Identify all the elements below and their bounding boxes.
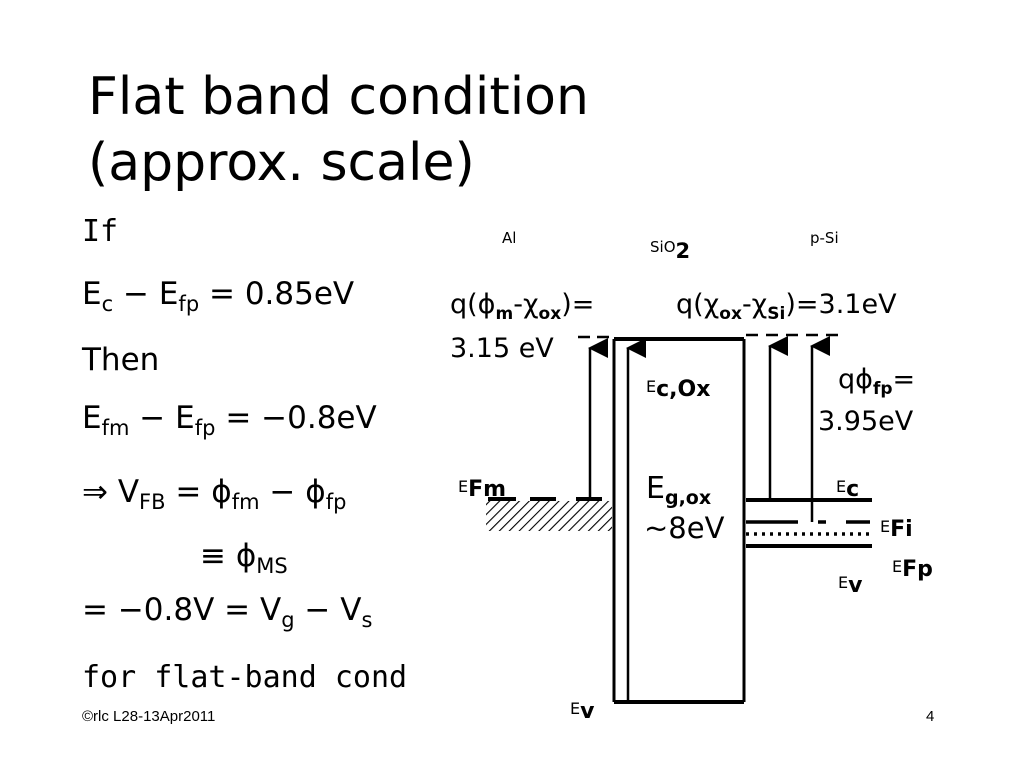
label-psi: p-Si (810, 229, 839, 247)
label-left-energy-value: 3.15 eV (450, 333, 554, 364)
title-line-2: (approx. scale) (88, 133, 475, 193)
label-qphi-fp-value: 3.95eV (818, 406, 914, 437)
label-eg-ox-value: ~8eV (644, 511, 725, 545)
label-efm: EFm (458, 477, 506, 502)
label-sio2: SiO2 (650, 238, 690, 263)
eq-vg-vs: = −0.8V = Vg − Vs (82, 592, 373, 632)
eq-phims: ≡ ϕMS (200, 538, 288, 578)
footer-copyright: ©rlc L28-13Apr2011 (82, 708, 216, 725)
eq-flat-band: for flat-band cond (82, 660, 408, 695)
label-efi: EFi (880, 517, 913, 542)
slide-title: Flat band condition (approx. scale) (88, 64, 589, 196)
label-qphi-fp: qϕfp= (838, 364, 915, 399)
eq-vfb: ⇒ VFB = ϕfm − ϕfp (82, 474, 347, 514)
footer-page-number: 4 (926, 708, 935, 725)
eq-then: Then (82, 342, 160, 378)
label-ev-si: Ev (838, 573, 863, 598)
eq-ec-efp: Ec − Efp = 0.85eV (82, 276, 355, 316)
label-ev-ox: Ev (570, 699, 595, 724)
title-line-1: Flat band condition (88, 67, 589, 127)
label-ec-ox: Ec,Ox (646, 377, 710, 402)
label-al: Al (502, 229, 516, 247)
label-ec-si: Ec (836, 477, 859, 502)
label-right-energy: q(χox-χSi)=3.1eV (676, 289, 897, 324)
label-left-energy: q(ϕm-χox)= (450, 289, 594, 324)
eq-if: If (82, 214, 119, 249)
eq-efm-efp: Efm − Efp = −0.8eV (82, 400, 377, 440)
label-eg-ox: Eg,ox (646, 471, 711, 509)
label-efp: EFp (892, 557, 933, 582)
metal-hatching (486, 501, 612, 531)
